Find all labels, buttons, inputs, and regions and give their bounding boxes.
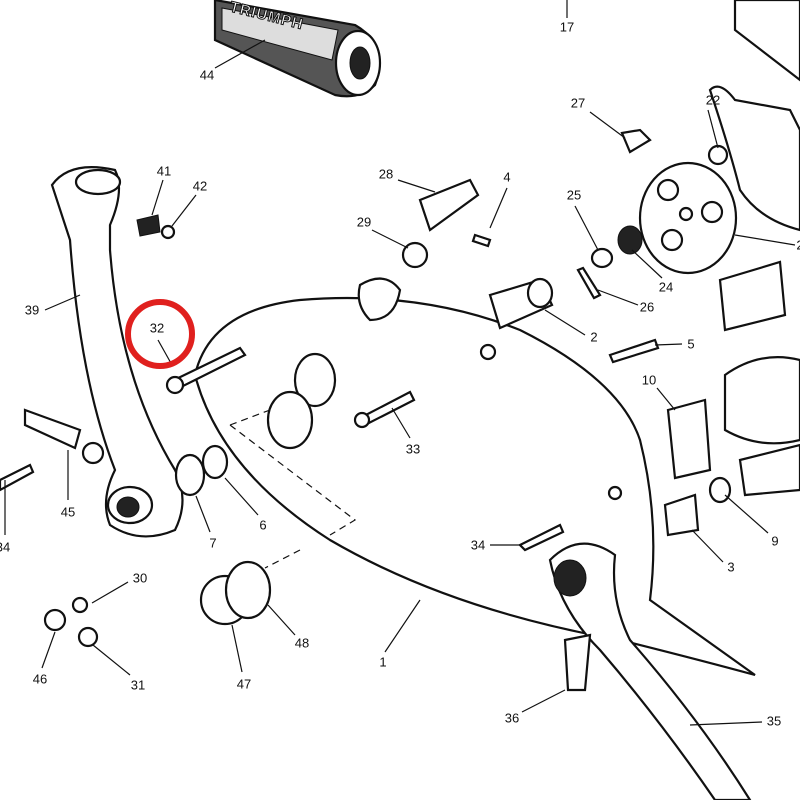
- part-label: 2: [590, 329, 598, 345]
- part-label: 34: [0, 539, 11, 555]
- highlighted-part-label: 32: [149, 320, 165, 336]
- part-label: 25: [566, 187, 582, 203]
- kickstart-lever-part: [50, 166, 184, 538]
- part-label: 46: [32, 671, 48, 687]
- part-label: 27: [570, 95, 586, 111]
- part-label: 48: [294, 635, 310, 651]
- gear-pedal-part: [548, 542, 752, 800]
- highlight-circle: [125, 299, 195, 369]
- part-label: 33: [405, 441, 421, 457]
- part-label: 24: [658, 279, 674, 295]
- part-label: 5: [687, 336, 695, 352]
- part-label: 26: [639, 299, 655, 315]
- leader-lines: [4, 0, 796, 726]
- spring-part: [666, 260, 787, 480]
- part-label: 7: [209, 535, 217, 551]
- part-label: 44: [199, 67, 215, 83]
- part-label: 3: [727, 559, 735, 575]
- part-label: 45: [60, 504, 76, 520]
- part-label: 22: [705, 92, 721, 108]
- part-label: 29: [356, 214, 372, 230]
- part-label: 28: [378, 166, 394, 182]
- part-label: 4: [503, 169, 511, 185]
- part-label: 34: [470, 537, 486, 553]
- part-label: 6: [259, 517, 267, 533]
- part-label: 17: [559, 19, 575, 35]
- small-parts: [0, 128, 732, 692]
- part-label: 2: [796, 238, 800, 253]
- part-label: 36: [504, 710, 520, 726]
- part-label: 42: [192, 178, 208, 194]
- plate-part: [638, 0, 800, 275]
- part-label: 39: [24, 302, 40, 318]
- outer-cover-part: [193, 277, 756, 677]
- part-label: 31: [130, 677, 146, 693]
- footrest-rubber-part: TRIUMPH: [213, 0, 382, 98]
- part-label: 1: [379, 654, 387, 670]
- part-label: 47: [236, 676, 252, 692]
- part-label: 9: [771, 533, 779, 549]
- part-label: 10: [641, 372, 657, 388]
- part-label: 30: [132, 570, 148, 586]
- part-label: 41: [156, 163, 172, 179]
- part-label: 35: [766, 713, 782, 729]
- selector-assembly-part: [723, 356, 800, 497]
